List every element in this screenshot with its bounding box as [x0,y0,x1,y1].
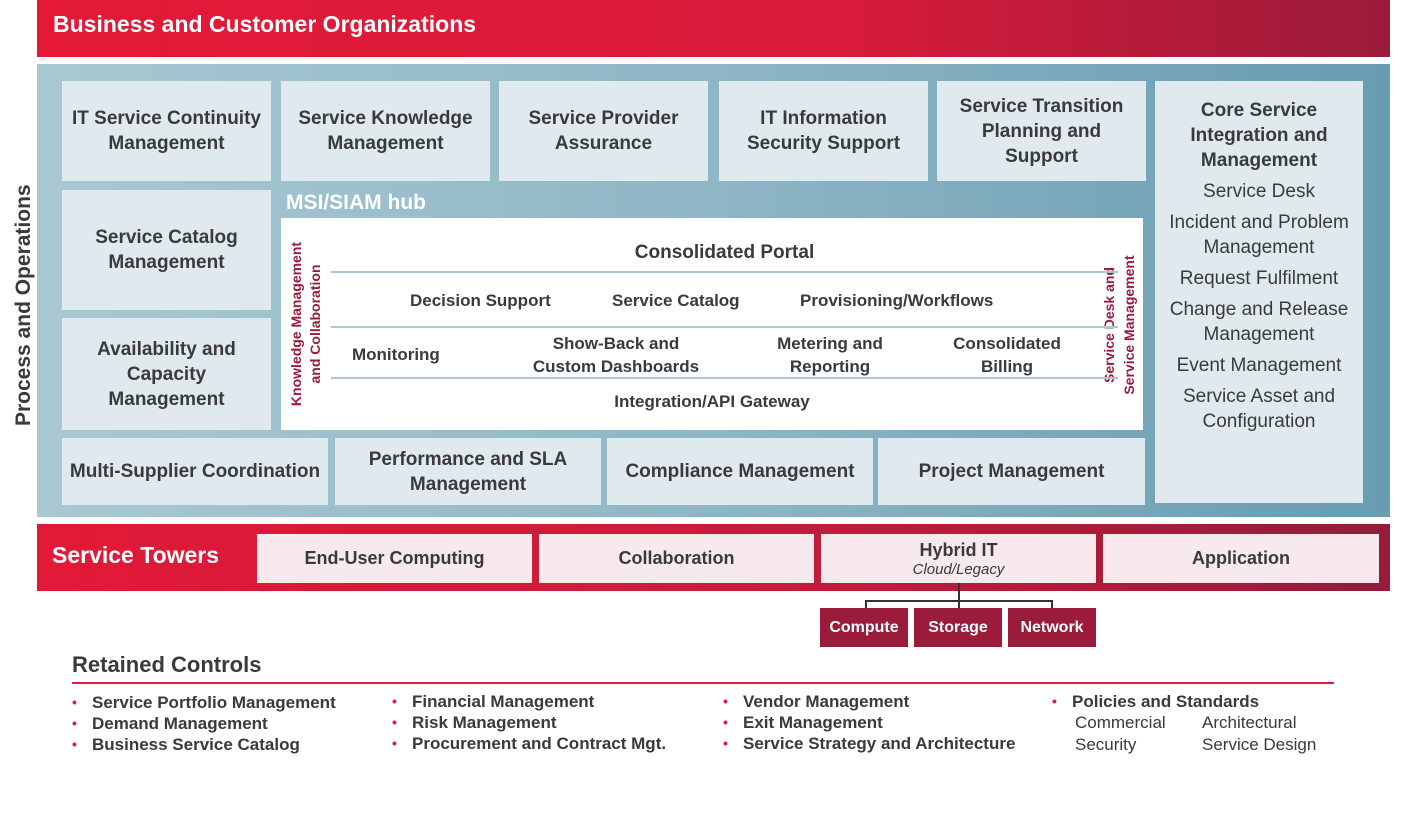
connector-line [865,600,867,608]
retained-item: Service Portfolio Management [72,692,336,713]
divider [331,326,1118,328]
availability-capacity-box: Availability and Capacity Management [62,318,271,430]
showback-line-2: Custom Dashboards [532,357,700,376]
tower-collaboration: Collaboration [539,534,814,583]
compute-box: Compute [820,608,908,647]
retained-item: Service Strategy and Architecture [723,733,1015,754]
metering-line-2: Reporting [789,357,871,376]
business-customer-header: Business and Customer Organizations [37,0,1390,57]
service-transition-box: Service Transition Planning and Support [937,81,1146,181]
compliance-box: Compliance Management [607,438,873,505]
retained-item: Business Service Catalog [72,734,336,755]
core-item: Incident and Problem Management [1169,212,1349,258]
it-service-continuity-box: IT Service Continuity Management [62,81,271,181]
service-knowledge-box: Service Knowledge Management [281,81,490,181]
retained-item: Vendor Management [723,691,1015,712]
msi-siam-hub [281,218,1143,430]
metering-line-1: Metering and [777,334,883,353]
service-towers-label: Service Towers [52,542,220,568]
retained-item: Exit Management [723,712,1015,733]
core-title: Core Service Integration and Management [1190,100,1328,171]
retained-item: Procurement and Contract Mgt. [392,733,666,754]
hub-left-label-2: and Collaboration [307,264,323,384]
retained-item: Financial Management [392,691,666,712]
divider [331,377,1118,379]
tower-label: Collaboration [618,548,735,568]
consolidated-portal: Consolidated Portal [634,242,815,263]
divider [72,682,1334,684]
hub-left-label-1: Knowledge Management [288,241,304,407]
policy-service-design: Service Design [1202,735,1317,754]
service-catalog-mgmt-box: Service Catalog Management [62,190,271,310]
retained-item: Risk Management [392,712,666,733]
tower-label: Hybrid IT [919,539,998,560]
retained-item: Demand Management [72,713,336,734]
core-item: Event Management [1176,355,1342,376]
service-catalog: Service Catalog [612,291,740,310]
tower-application: Application [1103,534,1379,583]
billing-line-2: Billing [981,357,1033,376]
hub-title: MSI/SIAM hub [286,191,426,214]
core-service-integration-box: Core Service Integration and Management … [1155,81,1363,503]
connector-line [1051,600,1053,608]
policy-security: Security [1075,735,1137,754]
core-item: Service Asset and Configuration [1182,386,1336,432]
performance-sla-box: Performance and SLA Management [335,438,601,505]
tower-end-user-computing: End-User Computing [257,534,532,583]
project-management-box: Project Management [878,438,1145,505]
policy-architectural: Architectural [1202,713,1297,732]
tower-label: Application [1192,548,1290,568]
network-box: Network [1008,608,1096,647]
connector-line [958,583,960,601]
it-security-support-box: IT Information Security Support [719,81,928,181]
decision-support: Decision Support [410,291,551,310]
tower-label: End-User Computing [304,548,485,568]
retained-controls-title: Retained Controls [72,652,262,677]
service-provider-assurance-box: Service Provider Assurance [499,81,708,181]
divider [331,271,1118,273]
process-operations-label: Process and Operations [12,184,35,426]
showback-line-1: Show-Back and [552,334,680,353]
core-item: Change and Release Management [1169,299,1349,345]
provisioning-workflows: Provisioning/Workflows [800,291,994,310]
hub-right-label-2: Service Management [1121,255,1137,395]
tower-sublabel: Cloud/Legacy [912,560,1005,578]
connector-line [958,600,960,608]
policy-commercial: Commercial [1075,713,1166,732]
core-item: Service Desk [1203,181,1315,202]
monitoring: Monitoring [352,345,440,364]
core-item: Request Fulfilment [1179,268,1339,289]
storage-box: Storage [914,608,1002,647]
retained-item: Policies and Standards [1052,691,1259,712]
integration-api-gateway: Integration/API Gateway [614,392,810,411]
billing-line-1: Consolidated [953,334,1061,353]
multi-supplier-box: Multi-Supplier Coordination [62,438,328,505]
